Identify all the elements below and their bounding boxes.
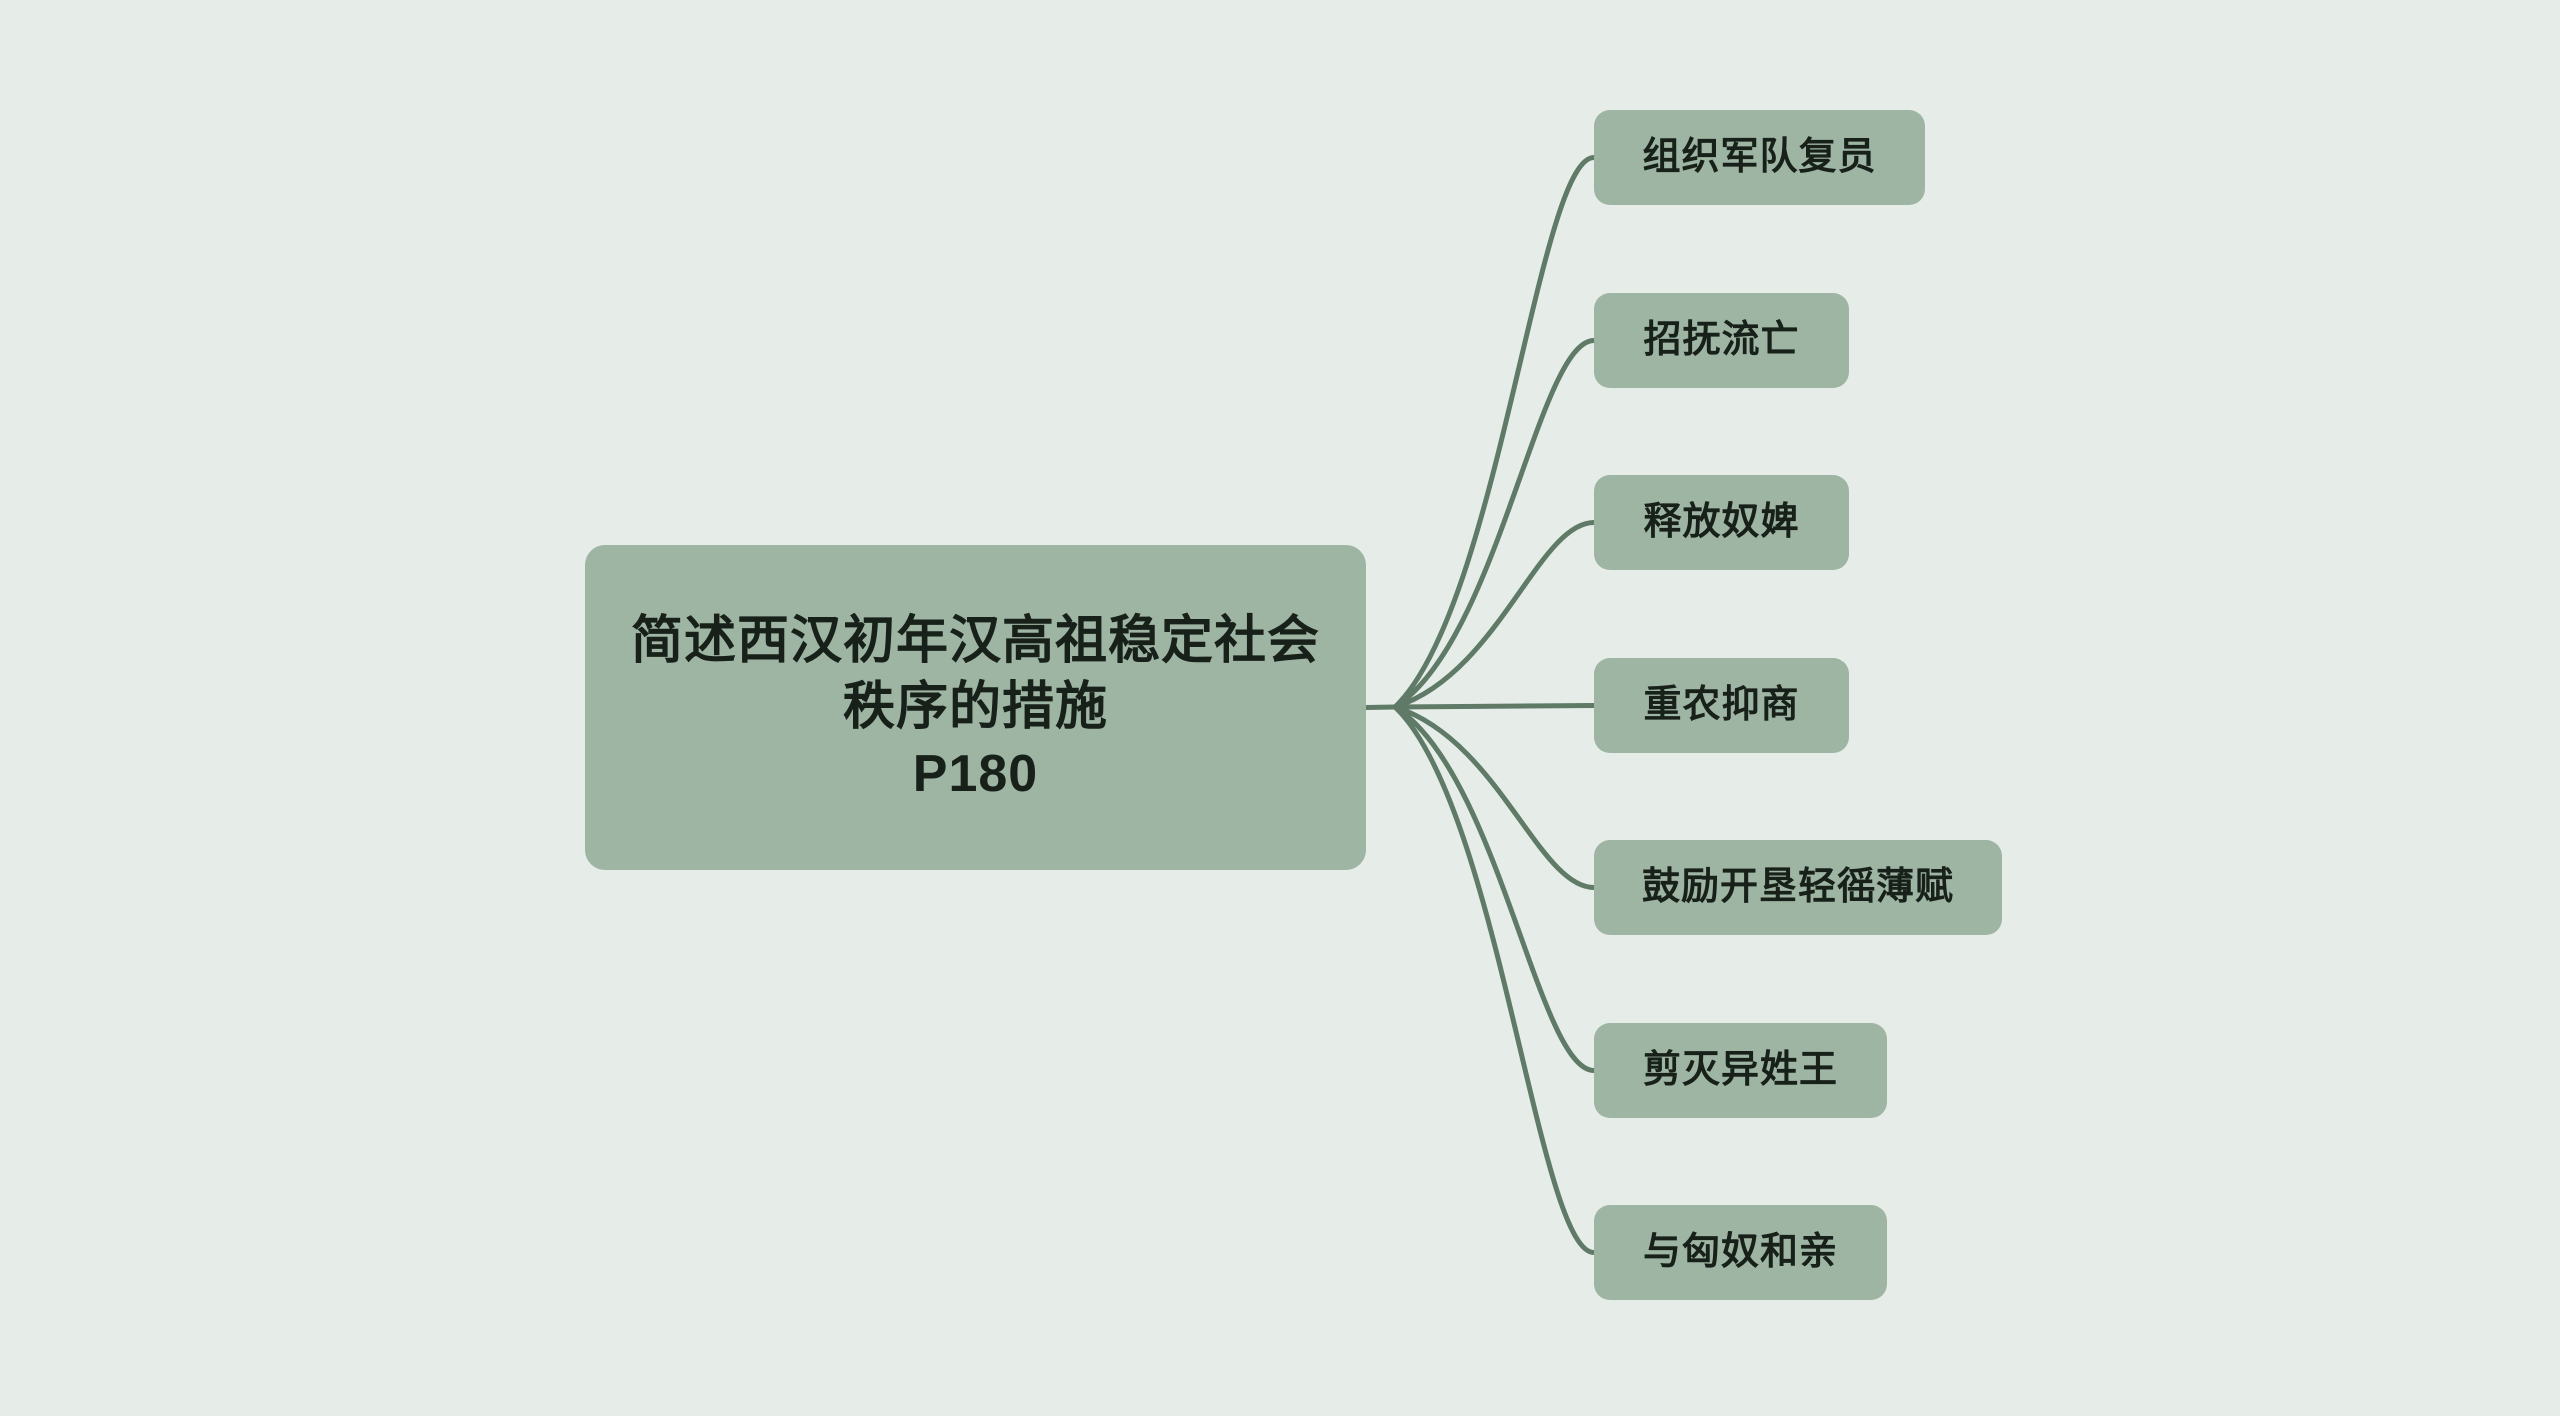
- branch-node-free-slaves[interactable]: 释放奴婢: [1594, 475, 1849, 570]
- branch-node-organize-army-demobilization[interactable]: 组织军队复员: [1594, 110, 1925, 205]
- branch-node-eliminate-non-liu-kings[interactable]: 剪灭异姓王: [1594, 1023, 1887, 1118]
- connector-line: [1393, 338, 1595, 710]
- central-topic-node[interactable]: 简述西汉初年汉高祖稳定社会秩序的措施 P180: [585, 545, 1366, 870]
- branch-node-encourage-reclamation-light-taxes[interactable]: 鼓励开垦轻徭薄赋: [1594, 840, 2002, 935]
- connector-line: [1394, 520, 1595, 710]
- connector-line: [1365, 704, 1396, 710]
- connector-line: [1393, 705, 1595, 1255]
- branch-node-promote-agriculture-suppress-commerce[interactable]: 重农抑商: [1594, 658, 1849, 753]
- branch-node-heqin-with-xiongnu[interactable]: 与匈奴和亲: [1594, 1205, 1887, 1300]
- connector-line: [1394, 703, 1595, 710]
- connector-line: [1393, 155, 1595, 709]
- connector-line: [1393, 704, 1595, 1073]
- connector-line: [1394, 704, 1595, 890]
- branch-node-recall-refugees[interactable]: 招抚流亡: [1594, 293, 1849, 388]
